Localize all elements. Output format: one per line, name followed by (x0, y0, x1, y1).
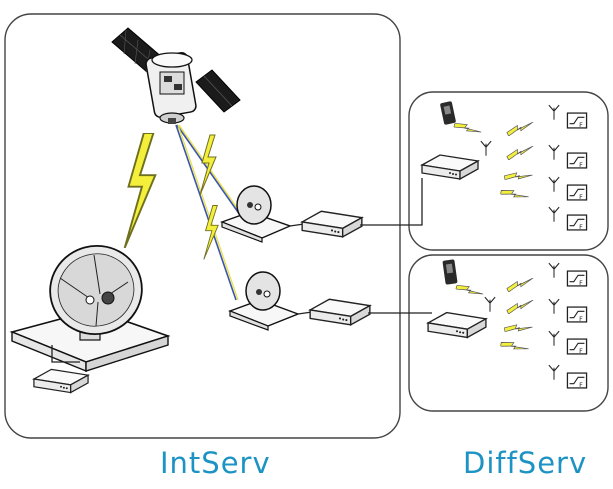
filter-icon (566, 184, 588, 201)
diffserv-top-contents (421, 101, 588, 231)
filter-icon (566, 306, 588, 323)
filter-icon (566, 338, 588, 355)
satellite-links (175, 124, 243, 301)
filter-icon (566, 112, 588, 129)
intserv-label: IntServ (160, 446, 271, 480)
diffserv-label: DiffServ (463, 446, 588, 480)
diffserv-frame-top (408, 91, 609, 251)
satellite-dish-icon (9, 244, 171, 373)
filter-icon (566, 372, 588, 389)
phone-icon (442, 259, 458, 285)
phone-icon (440, 101, 456, 125)
filter-icon (566, 270, 588, 287)
small-dish-terminal-icon (220, 185, 292, 243)
diffserv-bottom-contents (427, 259, 588, 389)
satellite-icon (111, 27, 241, 124)
filter-icon (566, 214, 588, 231)
diffserv-frame-bottom (408, 254, 609, 412)
link-line (51, 345, 80, 363)
filter-icon (566, 152, 588, 169)
link-line (360, 178, 423, 226)
small-dish-terminal-icon (228, 271, 300, 331)
